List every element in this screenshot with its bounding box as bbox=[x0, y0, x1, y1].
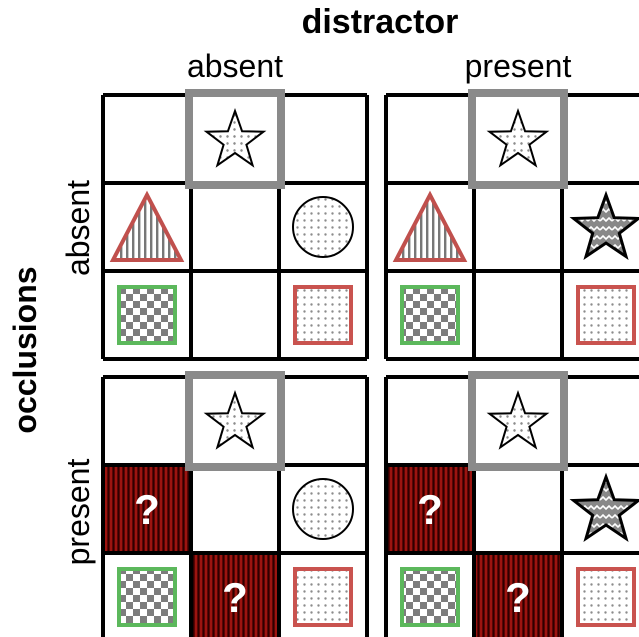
dotted-square-icon bbox=[576, 285, 636, 345]
cell-occluder: ? bbox=[103, 465, 191, 553]
question-mark-icon: ? bbox=[505, 574, 531, 621]
cell-star-dotted-target bbox=[197, 101, 273, 173]
cell-square-checker bbox=[400, 567, 460, 627]
checker-square-icon bbox=[117, 285, 177, 345]
cell-square-checker bbox=[117, 285, 177, 345]
cell-circle-dotted bbox=[292, 196, 354, 258]
cell-star-zigzag bbox=[569, 190, 639, 261]
dotted-square-icon bbox=[576, 567, 636, 627]
cell-occluder: ? bbox=[386, 465, 474, 553]
distractor-title: distractor bbox=[301, 3, 459, 41]
circle-icon bbox=[292, 196, 354, 258]
cell-star-zigzag bbox=[569, 472, 639, 543]
target-star-icon bbox=[486, 389, 550, 450]
occluder-curtain bbox=[474, 553, 562, 637]
cell-star-dotted-target bbox=[480, 383, 556, 455]
occluder-curtain bbox=[191, 553, 279, 637]
cell-triangle-striped bbox=[392, 190, 468, 262]
cell-circle-dotted bbox=[292, 478, 354, 540]
triangle-icon bbox=[392, 190, 468, 262]
cell-square-checker bbox=[400, 285, 460, 345]
cell-star-dotted-target bbox=[480, 101, 556, 173]
cell-triangle-striped bbox=[109, 190, 185, 262]
question-mark-icon: ? bbox=[417, 486, 443, 533]
question-mark-icon: ? bbox=[222, 574, 248, 621]
dotted-square-icon bbox=[293, 285, 353, 345]
cell-square-dotted bbox=[293, 567, 353, 627]
column-label-absent: absent bbox=[186, 48, 284, 84]
circle-icon bbox=[292, 478, 354, 540]
checker-square-icon bbox=[400, 567, 460, 627]
target-frame bbox=[185, 89, 285, 189]
target-frame bbox=[468, 371, 568, 471]
panel-present-present: ?? bbox=[384, 371, 639, 637]
cell-occluder: ? bbox=[191, 553, 279, 637]
occluder-curtain bbox=[103, 465, 191, 553]
column-label-present: present bbox=[464, 48, 572, 84]
distractor-star-icon bbox=[569, 472, 639, 543]
cell-square-checker bbox=[117, 567, 177, 627]
target-frame bbox=[468, 89, 568, 189]
panel-absent-present bbox=[384, 89, 639, 361]
occluder-curtain bbox=[386, 465, 474, 553]
triangle-icon bbox=[109, 190, 185, 262]
target-star-icon bbox=[486, 107, 550, 168]
checker-square-icon bbox=[117, 567, 177, 627]
question-mark-icon: ? bbox=[134, 486, 160, 533]
panel-present-absent: ?? bbox=[101, 371, 369, 637]
target-frame bbox=[185, 371, 285, 471]
checker-square-icon bbox=[400, 285, 460, 345]
cell-square-dotted bbox=[293, 285, 353, 345]
target-star-icon bbox=[203, 389, 267, 450]
cell-square-dotted bbox=[576, 567, 636, 627]
cell-star-dotted-target bbox=[197, 383, 273, 455]
target-star-icon bbox=[203, 107, 267, 168]
cell-occluder: ? bbox=[474, 553, 562, 637]
panel-absent-absent bbox=[101, 89, 369, 361]
distractor-star-icon bbox=[569, 190, 639, 261]
cell-square-dotted bbox=[576, 285, 636, 345]
dotted-square-icon bbox=[293, 567, 353, 627]
